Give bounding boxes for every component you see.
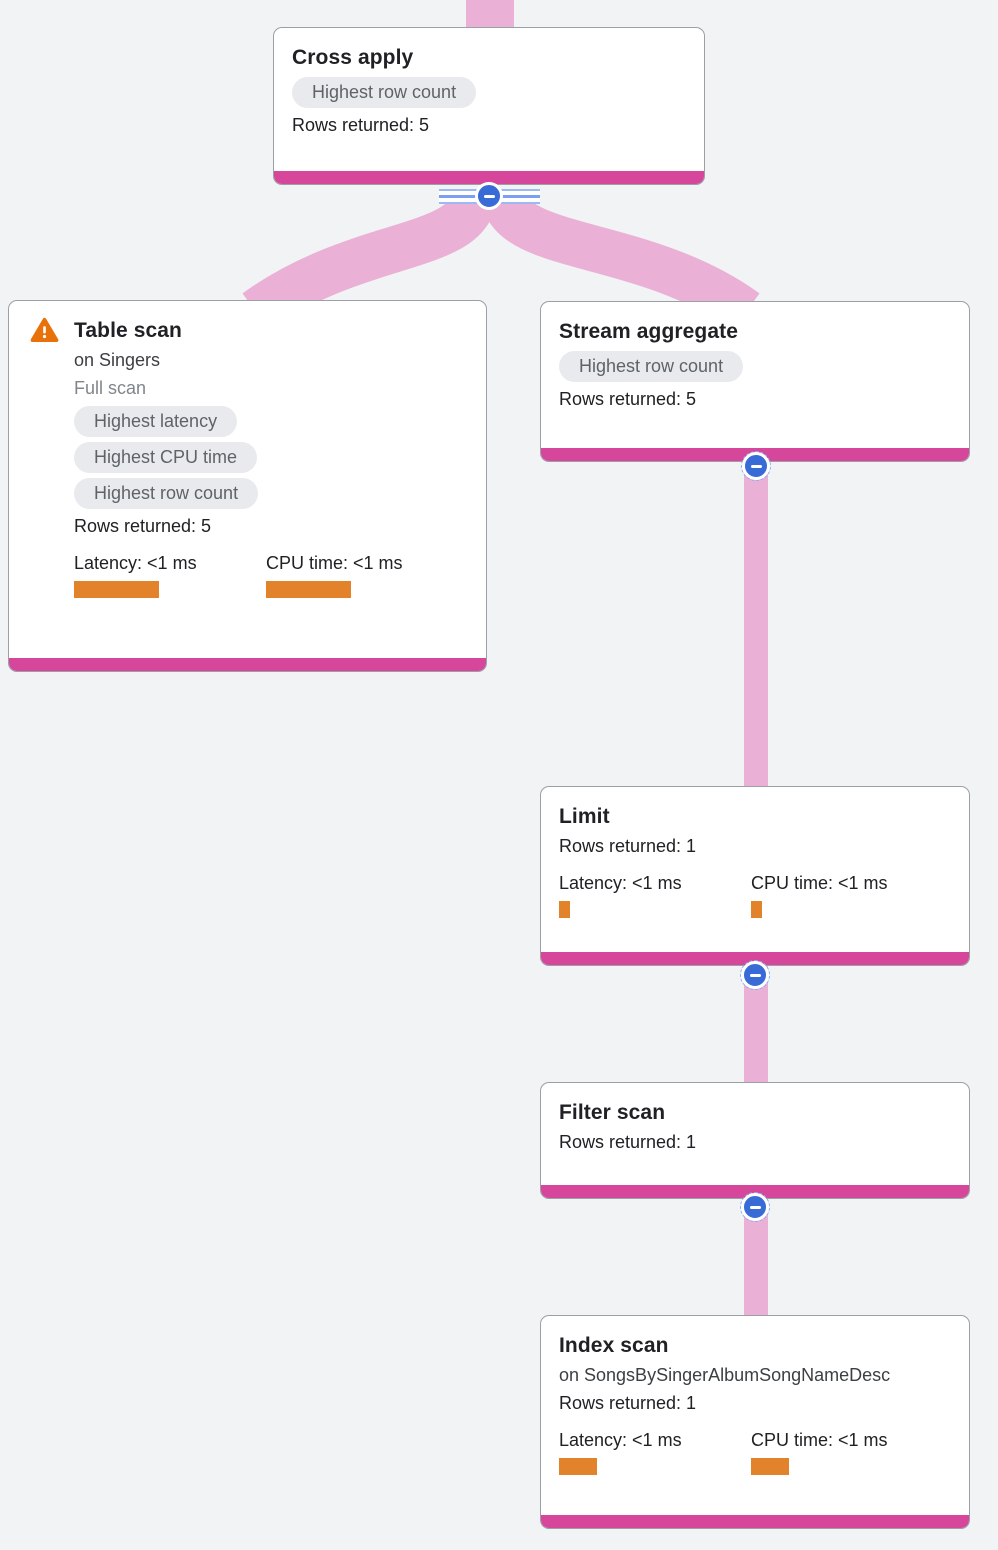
latency-label: Latency: <1 ms [559,1430,682,1450]
badge-highest-latency: Highest latency [74,406,238,437]
collapse-control-limit [740,960,770,990]
cpu-time-metric: CPU time: <1 ms [751,1430,943,1475]
rows-returned: Rows returned: 1 [559,1132,697,1152]
latency-label: Latency: <1 ms [74,553,197,573]
minus-glyph [750,464,762,468]
node-accent-bar [541,1515,969,1528]
node-title: Table scan [74,319,182,342]
rows-returned: Rows returned: 5 [559,389,697,409]
cpu-time-label: CPU time: <1 ms [751,873,888,893]
node-index-scan[interactable]: Index scan on SongsBySingerAlbumSongName… [540,1315,970,1529]
node-title: Limit [559,805,610,828]
collapse-control-stream-aggregate [741,451,771,481]
node-filter-scan[interactable]: Filter scan Rows returned: 1 [540,1082,970,1199]
rows-returned: Rows returned: 1 [559,1393,697,1413]
latency-bar [74,581,159,598]
cpu-time-bar [751,901,762,918]
minus-circle-icon[interactable] [741,1193,769,1221]
badge-highest-cpu-time: Highest CPU time [74,442,258,473]
node-cross-apply[interactable]: Cross apply Highest row count Rows retur… [273,27,705,185]
node-table-scan[interactable]: Table scan on Singers Full scan Highest … [8,300,487,672]
node-accent-bar [541,952,969,965]
rows-returned: Rows returned: 5 [292,115,430,135]
minus-circle-icon[interactable] [742,452,770,480]
badge-highest-row-count: Highest row count [292,77,477,108]
minus-glyph [749,1205,761,1209]
badge-highest-row-count: Highest row count [74,478,259,509]
node-title: Cross apply [292,46,414,69]
rows-returned: Rows returned: 1 [559,836,697,856]
link-stream-aggregate-to-limit [744,450,768,795]
latency-metric: Latency: <1 ms [559,873,751,918]
node-title: Filter scan [559,1101,666,1124]
node-title: Stream aggregate [559,320,739,343]
node-title: Index scan [559,1334,669,1357]
latency-label: Latency: <1 ms [559,873,682,893]
latency-metric: Latency: <1 ms [559,1430,751,1475]
cpu-time-bar [751,1458,789,1475]
node-note: Full scan [74,378,147,398]
cpu-time-metric: CPU time: <1 ms [266,553,458,598]
node-accent-bar [274,171,704,184]
cpu-time-metric: CPU time: <1 ms [751,873,943,918]
link-fork-cross-apply [242,190,760,320]
cpu-time-bar [266,581,351,598]
cpu-time-label: CPU time: <1 ms [266,553,403,573]
badge-highest-row-count: Highest row count [559,351,744,382]
link-cross-apply-to-table-scan [242,191,497,320]
node-subtitle: on SongsBySingerAlbumSongNameDesc [559,1365,891,1385]
link-cross-apply-to-stream-aggregate [481,190,760,320]
rows-returned: Rows returned: 5 [74,516,212,536]
collapse-control-filter-scan [740,1192,770,1222]
cpu-time-label: CPU time: <1 ms [751,1430,888,1450]
latency-bar [559,1458,597,1475]
latency-metric: Latency: <1 ms [74,553,266,598]
minus-glyph [483,194,495,198]
minus-circle-icon[interactable] [741,961,769,989]
node-limit[interactable]: Limit Rows returned: 1 Latency: <1 ms CP… [540,786,970,966]
latency-bar [559,901,570,918]
collapse-control-cross-apply [474,181,504,211]
node-accent-bar [9,658,486,671]
node-stream-aggregate[interactable]: Stream aggregate Highest row count Rows … [540,301,970,462]
node-accent-bar [541,1185,969,1198]
minus-glyph [749,973,761,977]
warning-triangle-icon [30,317,59,349]
minus-circle-icon[interactable] [475,182,503,210]
node-subtitle: on Singers [74,350,161,370]
